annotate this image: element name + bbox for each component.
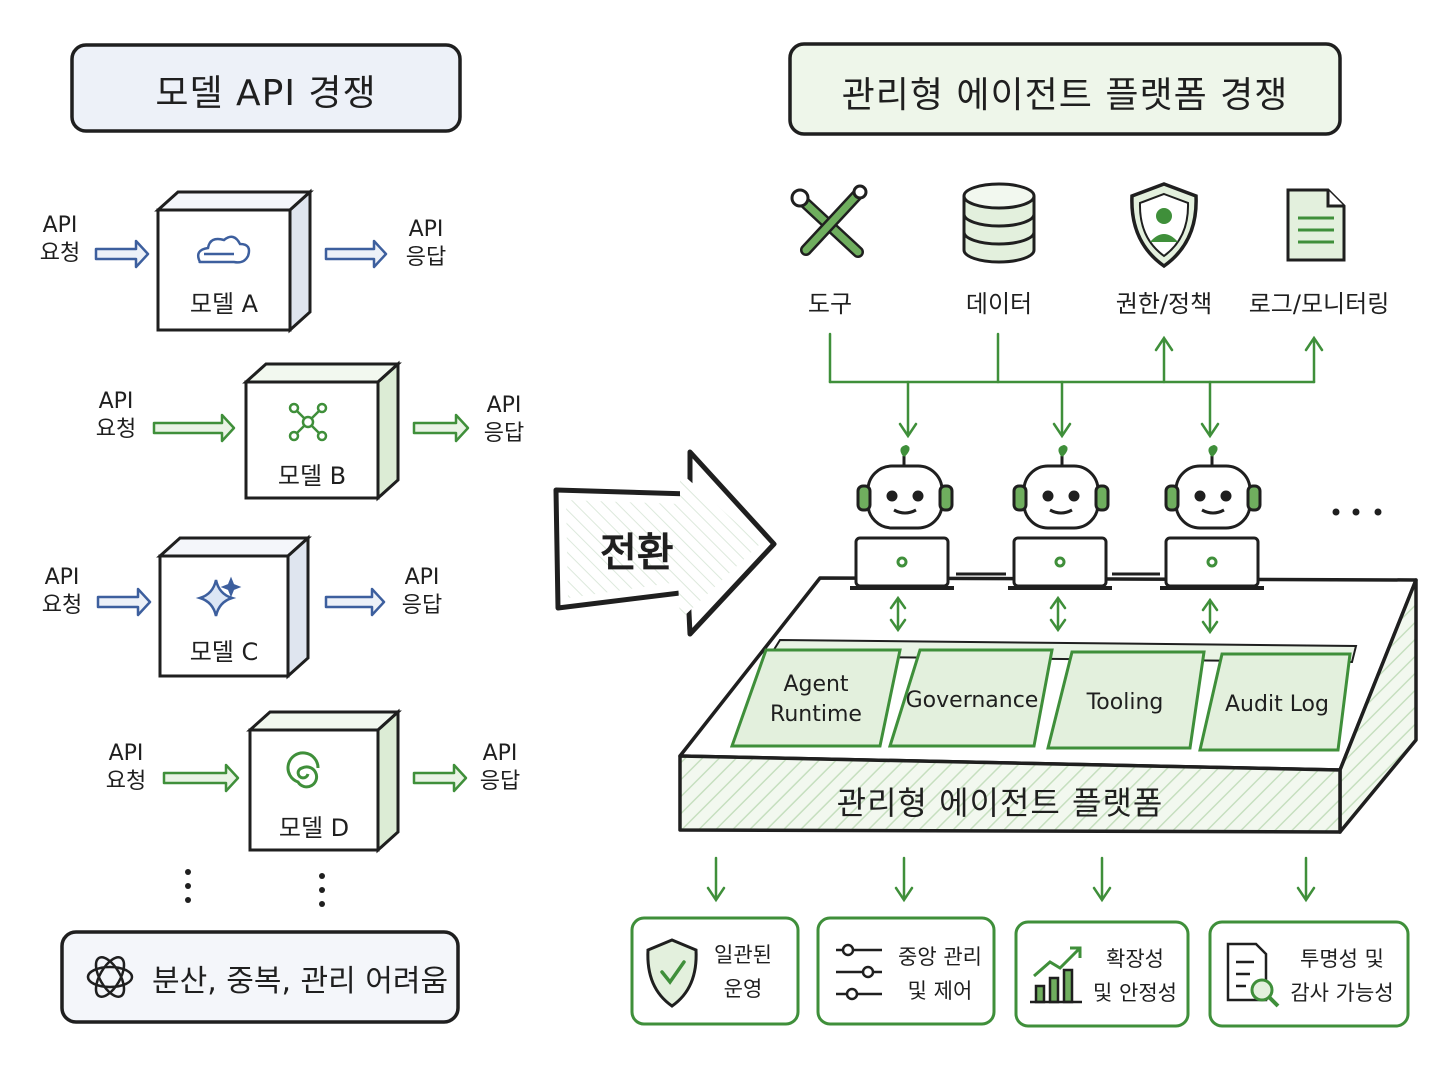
model-a-response-label: API 응답 [405,217,447,270]
module-governance: Governance [905,688,1039,713]
agent-ellipsis [1332,508,1382,516]
model-a-label: 모델 A [189,290,259,318]
knot-icon [86,956,134,998]
model-c-request-label: API 요청 [41,565,83,618]
model-b-response-label: API 응답 [483,393,525,446]
robot-agent-2 [1008,444,1112,590]
model-b-label: 모델 B [277,462,347,490]
benefit-central-control: 중앙 관리 및 제어 [898,945,982,1003]
right-title-box [788,42,1342,136]
module-agent-runtime: Agent Runtime [770,672,862,727]
model-ellipsis [185,869,325,907]
bottom-problem-text: 분산, 중복, 관리 어려움 [152,964,449,999]
module-cards [729,648,1352,752]
model-b-request-label: API 요청 [95,389,137,442]
model-c-label: 모델 C [189,638,259,666]
model-c-response-label: API 응답 [401,565,443,618]
cloud-icon [197,235,251,264]
benefit-scalability: 확장성 및 안정성 [1093,947,1177,1005]
shield-check-icon [646,938,698,1008]
module-tooling: Tooling [1086,690,1164,715]
left-title-box [70,43,462,133]
agent-module-arrows [889,595,1219,635]
resource-monitoring-label: 로그/모니터링 [1248,290,1390,318]
benefit-consistent-operation: 일관된 운영 [714,943,772,1001]
database-icon [962,182,1036,264]
benefit-arrows [706,856,1316,903]
left-arrows [94,239,470,793]
model-cube-d [246,708,402,854]
resource-policy-label: 권한/정책 [1115,290,1213,318]
transition-label: 전환 [600,530,674,576]
robot-agent-1 [850,444,954,590]
resource-connector-lines [828,332,1324,439]
resource-tools-label: 도구 [807,290,853,318]
model-a-request-label: API 요청 [39,213,81,266]
sliders-icon [836,943,882,1001]
document-icon [1286,188,1346,262]
resource-data-label: 데이터 [965,290,1033,318]
model-cube-b [242,360,402,502]
robot-agent-3 [1160,444,1264,590]
transition-arrow [553,449,777,637]
audit-doc-icon [1226,942,1280,1008]
bottom-problem-box [60,930,460,1024]
tools-icon [790,184,868,258]
growth-chart-icon [1030,946,1082,1004]
model-cube-a [154,188,314,334]
shield-user-icon [1130,182,1198,269]
model-cube-c [156,534,312,680]
model-d-request-label: API 요청 [105,741,147,794]
network-icon [288,402,328,442]
spiral-icon [286,751,320,789]
sparkle-icon [195,576,242,617]
benefit-transparency: 투명성 및 감사 가능성 [1290,947,1394,1005]
platform-label: 관리형 에이전트 플랫폼 [836,784,1164,822]
right-title: 관리형 에이전트 플랫폼 경쟁 [841,75,1289,116]
left-title: 모델 API 경쟁 [155,73,377,114]
model-d-label: 모델 D [278,814,350,842]
module-audit-log: Audit Log [1225,692,1329,717]
model-d-response-label: API 응답 [479,741,521,794]
